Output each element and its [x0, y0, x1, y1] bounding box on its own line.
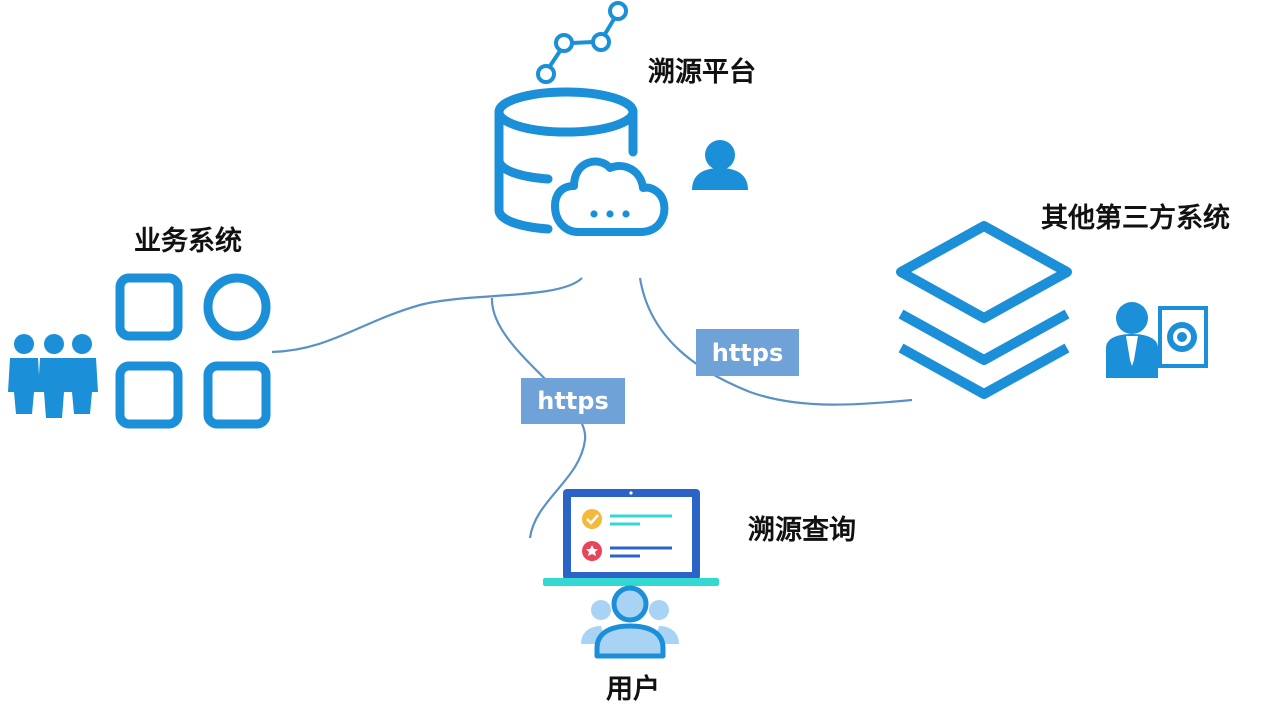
people-group-icon — [8, 334, 98, 418]
query-user-icon — [581, 585, 679, 659]
operator-icon — [1106, 302, 1208, 378]
label-user: 用户 — [606, 674, 660, 705]
database-icon — [494, 87, 638, 234]
label-business-system: 业务系统 — [134, 226, 242, 257]
layers-icon — [896, 221, 1072, 399]
connection-lines — [271, 277, 913, 539]
https-badge-query: https — [521, 378, 625, 424]
label-trace-query: 溯源查询 — [748, 515, 856, 546]
line-platform-third-party — [638, 277, 913, 406]
molecule-icon — [536, 1, 628, 84]
label-platform: 溯源平台 — [648, 57, 756, 88]
line-platform-query — [490, 297, 587, 539]
platform-icon — [494, 1, 669, 236]
laptop-icon — [543, 489, 719, 586]
label-third-party-system: 其他第三方系统 — [1041, 203, 1230, 234]
admin-person-icon — [692, 140, 748, 190]
app-grid-icon — [115, 273, 271, 429]
https-badge-third-party: https — [696, 329, 799, 376]
line-platform-business — [271, 277, 583, 354]
cloud-icon — [551, 157, 669, 236]
